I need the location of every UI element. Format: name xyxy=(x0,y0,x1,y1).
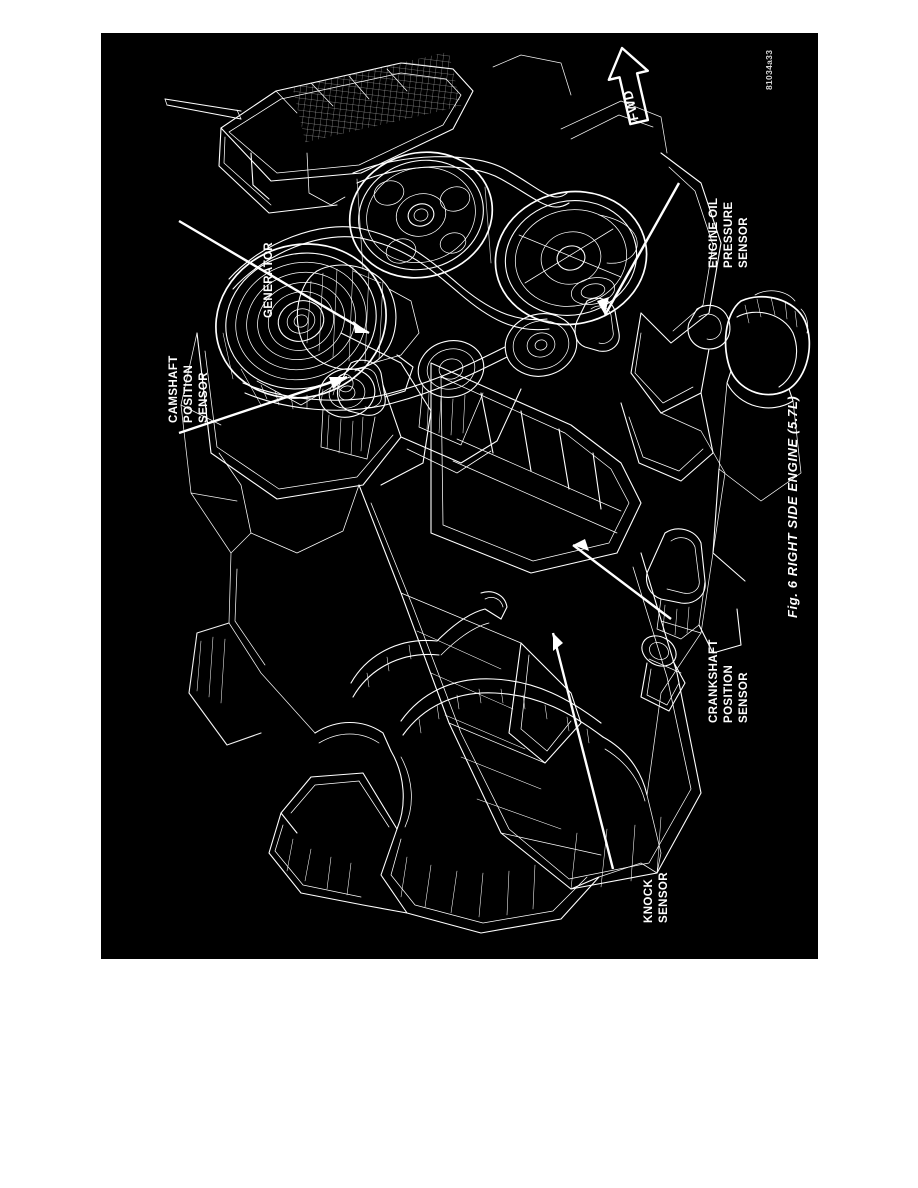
callout-oil-line-3: SENSOR xyxy=(738,217,750,268)
figure-id-code: 81034a33 xyxy=(764,49,774,90)
callout-knock-line-2: SENSOR xyxy=(658,872,670,923)
callout-generator: GENERATOR xyxy=(263,241,275,318)
knock-sensor-part xyxy=(640,635,686,712)
callout-knock-sensor-line2: SENSOR xyxy=(631,872,699,923)
front-engine-cover xyxy=(196,332,522,554)
illustration-plate: .l { fill:none; stroke:#ffffff; stroke-w… xyxy=(101,33,818,959)
engine-oil-pressure-sensor-part xyxy=(574,297,620,352)
callout-camshaft-line-3: SENSOR xyxy=(198,372,210,423)
callout-engine-oil-pressure-sensor-line3: SENSOR xyxy=(711,217,779,268)
wiring-harness xyxy=(314,591,648,830)
leader-oil-pressure xyxy=(603,182,681,316)
camshaft-position-sensor-part xyxy=(336,354,414,416)
callout-crankshaft-position-sensor-line3: SENSOR xyxy=(711,672,779,723)
cylinder-head-and-block xyxy=(358,362,702,890)
oil-pan-and-bellhousing xyxy=(268,772,600,934)
callout-crank-line-3: SENSOR xyxy=(738,672,750,723)
leader-generator xyxy=(178,219,370,335)
callout-camshaft-position-sensor-line3: SENSOR xyxy=(171,372,239,423)
crankshaft-position-sensor-part xyxy=(645,528,742,654)
background-structures xyxy=(180,54,726,878)
fwd-orientation-arrow: FWD xyxy=(601,43,661,131)
leader-crankshaft xyxy=(572,544,672,620)
figure-caption: Fig. 6 RIGHT SIDE ENGINE (5.7L) xyxy=(785,395,800,618)
leader-knock xyxy=(551,632,615,870)
fwd-arrow-label: FWD xyxy=(620,89,642,123)
intake-manifold-group xyxy=(164,51,474,214)
leader-lines xyxy=(178,182,681,870)
serpentine-belt xyxy=(228,156,570,411)
generator-part xyxy=(296,264,420,370)
leader-camshaft xyxy=(178,375,348,435)
accessory-drive-pulleys xyxy=(215,151,648,410)
engine-line-drawing: .l { fill:none; stroke:#ffffff; stroke-w… xyxy=(164,51,811,934)
idler-and-tensioner xyxy=(318,313,578,460)
right-side-brackets xyxy=(620,152,731,482)
